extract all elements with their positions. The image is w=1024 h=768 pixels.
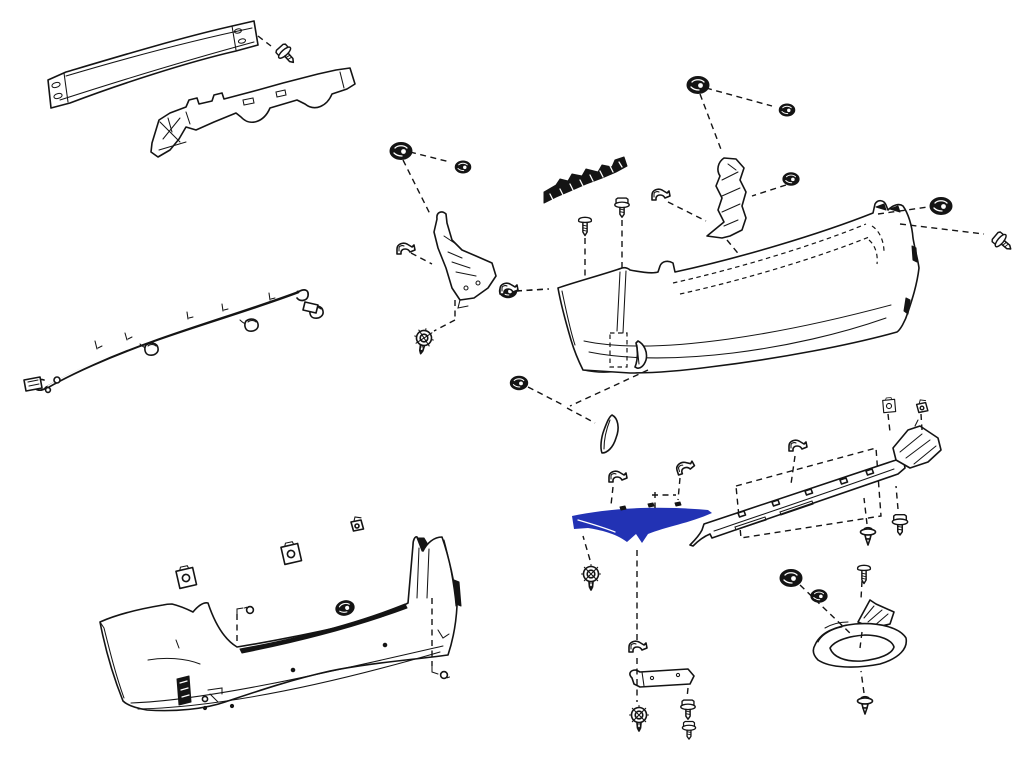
lower-trim-panel — [689, 439, 909, 547]
license-bracket-dashed — [609, 332, 628, 368]
side-spoiler-outline — [572, 507, 712, 543]
lower-corner-bracket — [882, 397, 942, 469]
corner-air-fin — [600, 414, 619, 454]
bumper-outer-outline — [99, 536, 458, 712]
parking-sensor-wiring-harness — [23, 289, 324, 394]
reinforcement-beam-outline — [47, 20, 259, 109]
leader-line — [257, 35, 272, 47]
parking-sensor — [144, 342, 159, 356]
right-bracket-outline — [706, 157, 747, 239]
lower-mounting-strip — [628, 640, 697, 740]
mounting-strip-outline — [629, 668, 695, 688]
grommet-nut — [778, 103, 796, 117]
grommet-clip — [686, 75, 710, 95]
leader-line — [790, 455, 899, 525]
grommet-clip — [389, 141, 413, 161]
leader-line — [636, 658, 689, 702]
grommet-clip — [779, 568, 803, 588]
grommet-clip — [782, 172, 800, 186]
energy-absorber — [150, 67, 356, 158]
corner-bracket-outline — [892, 425, 942, 469]
harness-connector — [302, 301, 319, 314]
exhaust-finisher-assembly — [779, 564, 908, 715]
bumper-inner-outline — [557, 199, 920, 374]
leader-line — [582, 477, 681, 640]
leader-line — [887, 413, 923, 433]
corner-fin-outline — [600, 414, 619, 454]
leader-line — [799, 580, 865, 694]
inner-contour-dashed — [672, 223, 885, 295]
energy-absorber-outline — [150, 67, 356, 158]
square-clip — [882, 397, 897, 414]
bumper-cover-outer-view — [99, 516, 462, 712]
grommet-clip — [929, 196, 953, 216]
bumper-reinforcement-beam — [47, 20, 300, 109]
grommet-nut — [454, 160, 472, 174]
parking-sensor — [244, 318, 259, 332]
leader-line — [667, 87, 787, 258]
grommet-clip — [509, 375, 529, 391]
side-spoiler-highlighted — [572, 458, 712, 640]
side-support-bracket-right — [651, 75, 800, 258]
bumper-cover-inner-view — [499, 196, 1017, 424]
grommet-nut — [810, 589, 828, 603]
upper-retainer-outline — [543, 156, 628, 204]
leader-line — [877, 206, 985, 235]
left-bracket-outline — [433, 211, 497, 301]
reflector — [176, 675, 192, 706]
